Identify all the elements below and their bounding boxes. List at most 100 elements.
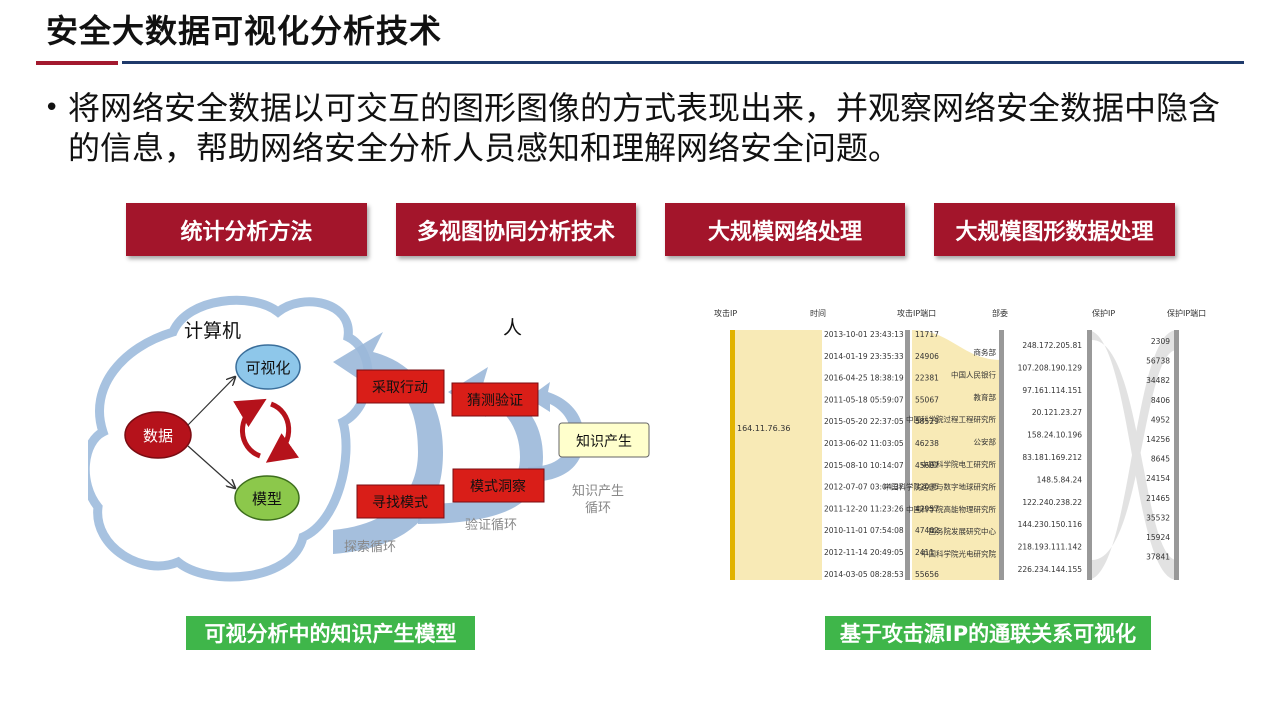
protect-port-label: 8645 [1151, 455, 1170, 464]
protect-port-label: 24154 [1146, 474, 1170, 483]
time-label: 2012-07-07 03:04:37 [824, 483, 904, 492]
knowledge-loop-label-1: 知识产生 [572, 483, 624, 499]
department-label: 教育部 [974, 392, 997, 402]
source-ip-label: 164.11.76.36 [737, 424, 790, 433]
attack-port-label: 22381 [915, 374, 939, 383]
protect-port-bar [1174, 330, 1179, 580]
data-to-visualization-arrow [187, 377, 235, 426]
attack-port-label: 2411 [915, 548, 934, 557]
find-pattern-label: 寻找模式 [372, 495, 428, 511]
protect-ip-label: 20.121.23.27 [1032, 408, 1082, 417]
knowledge-model-caption: 可视分析中的知识产生模型 [186, 616, 475, 650]
department-label: 国务院发展研究中心 [929, 526, 997, 536]
time-label: 2010-11-01 07:54:08 [824, 526, 904, 535]
protect-ip-label: 107.208.190.129 [1018, 363, 1083, 372]
verify-loop-label: 验证循环 [465, 517, 517, 533]
hypothesis-label: 猜测验证 [467, 393, 523, 409]
protect-port-label: 8406 [1151, 396, 1170, 405]
time-label: 2014-01-19 23:35:33 [824, 352, 904, 361]
protect-port-label: 15924 [1146, 533, 1170, 542]
model-node [234, 475, 300, 521]
time-label: 2012-11-14 20:49:05 [824, 548, 904, 557]
protect-ip-label: 248.172.205.81 [1022, 341, 1082, 350]
knowledge-loop-label-2: 循环 [585, 501, 611, 516]
protect-port-label: 4952 [1151, 415, 1170, 424]
source-ip-bar [730, 330, 735, 580]
protect-port-label: 37841 [1146, 553, 1170, 562]
attack-port-label: 24906 [915, 352, 939, 361]
department-label: 商务部 [974, 347, 997, 357]
protect-port-label: 56738 [1146, 357, 1170, 366]
protect-ip-label: 148.5.84.24 [1037, 475, 1083, 484]
technique-multiview: 多视图协同分析技术 [396, 203, 636, 256]
attack-port-label: 55656 [915, 570, 939, 579]
model-node-label: 模型 [252, 490, 282, 508]
department-label: 中国科学院高能物理研究所 [906, 504, 996, 514]
explore-loop-label: 探索循环 [344, 540, 396, 555]
knowledge-box [558, 422, 650, 458]
protect-ip-label: 144.230.150.116 [1018, 520, 1083, 529]
insight-label: 模式洞察 [470, 478, 526, 495]
take-action-label: 采取行动 [372, 380, 428, 396]
computer-label: 计算机 [184, 320, 241, 342]
flow-bands [734, 330, 1177, 580]
header-protect-port: 保护IP端口 [1167, 308, 1206, 318]
data-node-label: 数据 [143, 427, 173, 445]
time-label: 2013-06-02 11:03:05 [824, 439, 904, 448]
attack-port-label: 58529 [915, 417, 939, 426]
bullet-dot-icon: • [44, 93, 60, 123]
title-divider-rule [122, 61, 1244, 64]
attack-port-label: 47402 [915, 526, 939, 535]
time-label: 2011-05-18 05:59:07 [824, 395, 904, 404]
attack-port-label: 11717 [915, 330, 939, 339]
header-department: 部委 [992, 308, 1008, 318]
slide-title: 安全大数据可视化分析技术 [46, 12, 443, 50]
protect-ip-label: 122.240.238.22 [1022, 498, 1082, 507]
technique-statistics: 统计分析方法 [126, 203, 367, 256]
cycle-arrow-left [233, 398, 267, 459]
attack-port-label: 45607 [915, 461, 939, 470]
protect-ip-label: 218.193.111.142 [1018, 543, 1083, 552]
protect-ip-bar [1087, 330, 1092, 580]
knowledge-label: 知识产生 [576, 433, 632, 450]
protect-port-label: 14256 [1146, 435, 1170, 444]
protect-port-label: 21465 [1146, 494, 1170, 503]
human-label: 人 [503, 317, 522, 339]
protect-ip-label: 97.161.114.151 [1022, 386, 1082, 395]
time-label: 2016-04-25 18:38:19 [824, 374, 904, 383]
time-label: 2014-03-05 08:28:53 [824, 570, 904, 579]
department-label: 公安部 [974, 437, 997, 447]
take-action-box [356, 369, 445, 404]
department-label: 中国人民银行 [951, 369, 996, 379]
data-node [124, 411, 192, 459]
protect-ip-label: 83.181.169.212 [1022, 453, 1082, 462]
header-attack-port: 攻击IP端口 [897, 308, 936, 318]
time-label: 2013-10-01 23:43:13 [824, 330, 904, 339]
insight-box [452, 468, 545, 503]
header-protect-ip: 保护IP [1092, 308, 1115, 318]
data-to-model-arrow [187, 445, 235, 488]
attack-port-label: 55067 [915, 395, 939, 404]
time-label: 2015-08-10 10:14:07 [824, 461, 904, 470]
title-accent-rule [36, 61, 118, 65]
time-label: 2015-05-20 22:37:05 [824, 417, 904, 426]
department-label: 中国科学院光电研究院 [921, 549, 996, 559]
ip-link-visualization: 攻击IP 时间 攻击IP端口 部委 保护IP 保护IP端口 164.11.76.… [714, 308, 1206, 580]
time-label: 2011-12-20 11:23:26 [824, 504, 904, 513]
header-attack-ip: 攻击IP [714, 308, 737, 318]
protect-port-label: 35532 [1146, 513, 1170, 522]
visualization-node [235, 344, 301, 390]
attack-port-label: 46238 [915, 439, 939, 448]
department-label: 中国科学院电工研究所 [921, 459, 996, 469]
bullet-text: 将网络安全数据以可交互的图形图像的方式表现出来，并观察网络安全数据中隐含的信息，… [68, 89, 1221, 167]
cycle-arrow-right [265, 401, 299, 463]
technique-network: 大规模网络处理 [665, 203, 905, 256]
department-bar [999, 330, 1004, 580]
department-label: 中国科学院过程工程研究所 [906, 414, 996, 424]
ip-visualization-caption: 基于攻击源IP的通联关系可视化 [825, 616, 1151, 650]
find-pattern-box [356, 484, 445, 519]
protect-port-label: 34482 [1146, 376, 1170, 385]
protect-port-label: 2309 [1151, 337, 1170, 346]
knowledge-generation-diagram: 计算机 人 数据 可视化 模型 采取行动 猜测验证 寻找模式 模式洞察 知识产生… [88, 295, 650, 582]
protect-ip-label: 158.24.10.196 [1027, 431, 1082, 440]
